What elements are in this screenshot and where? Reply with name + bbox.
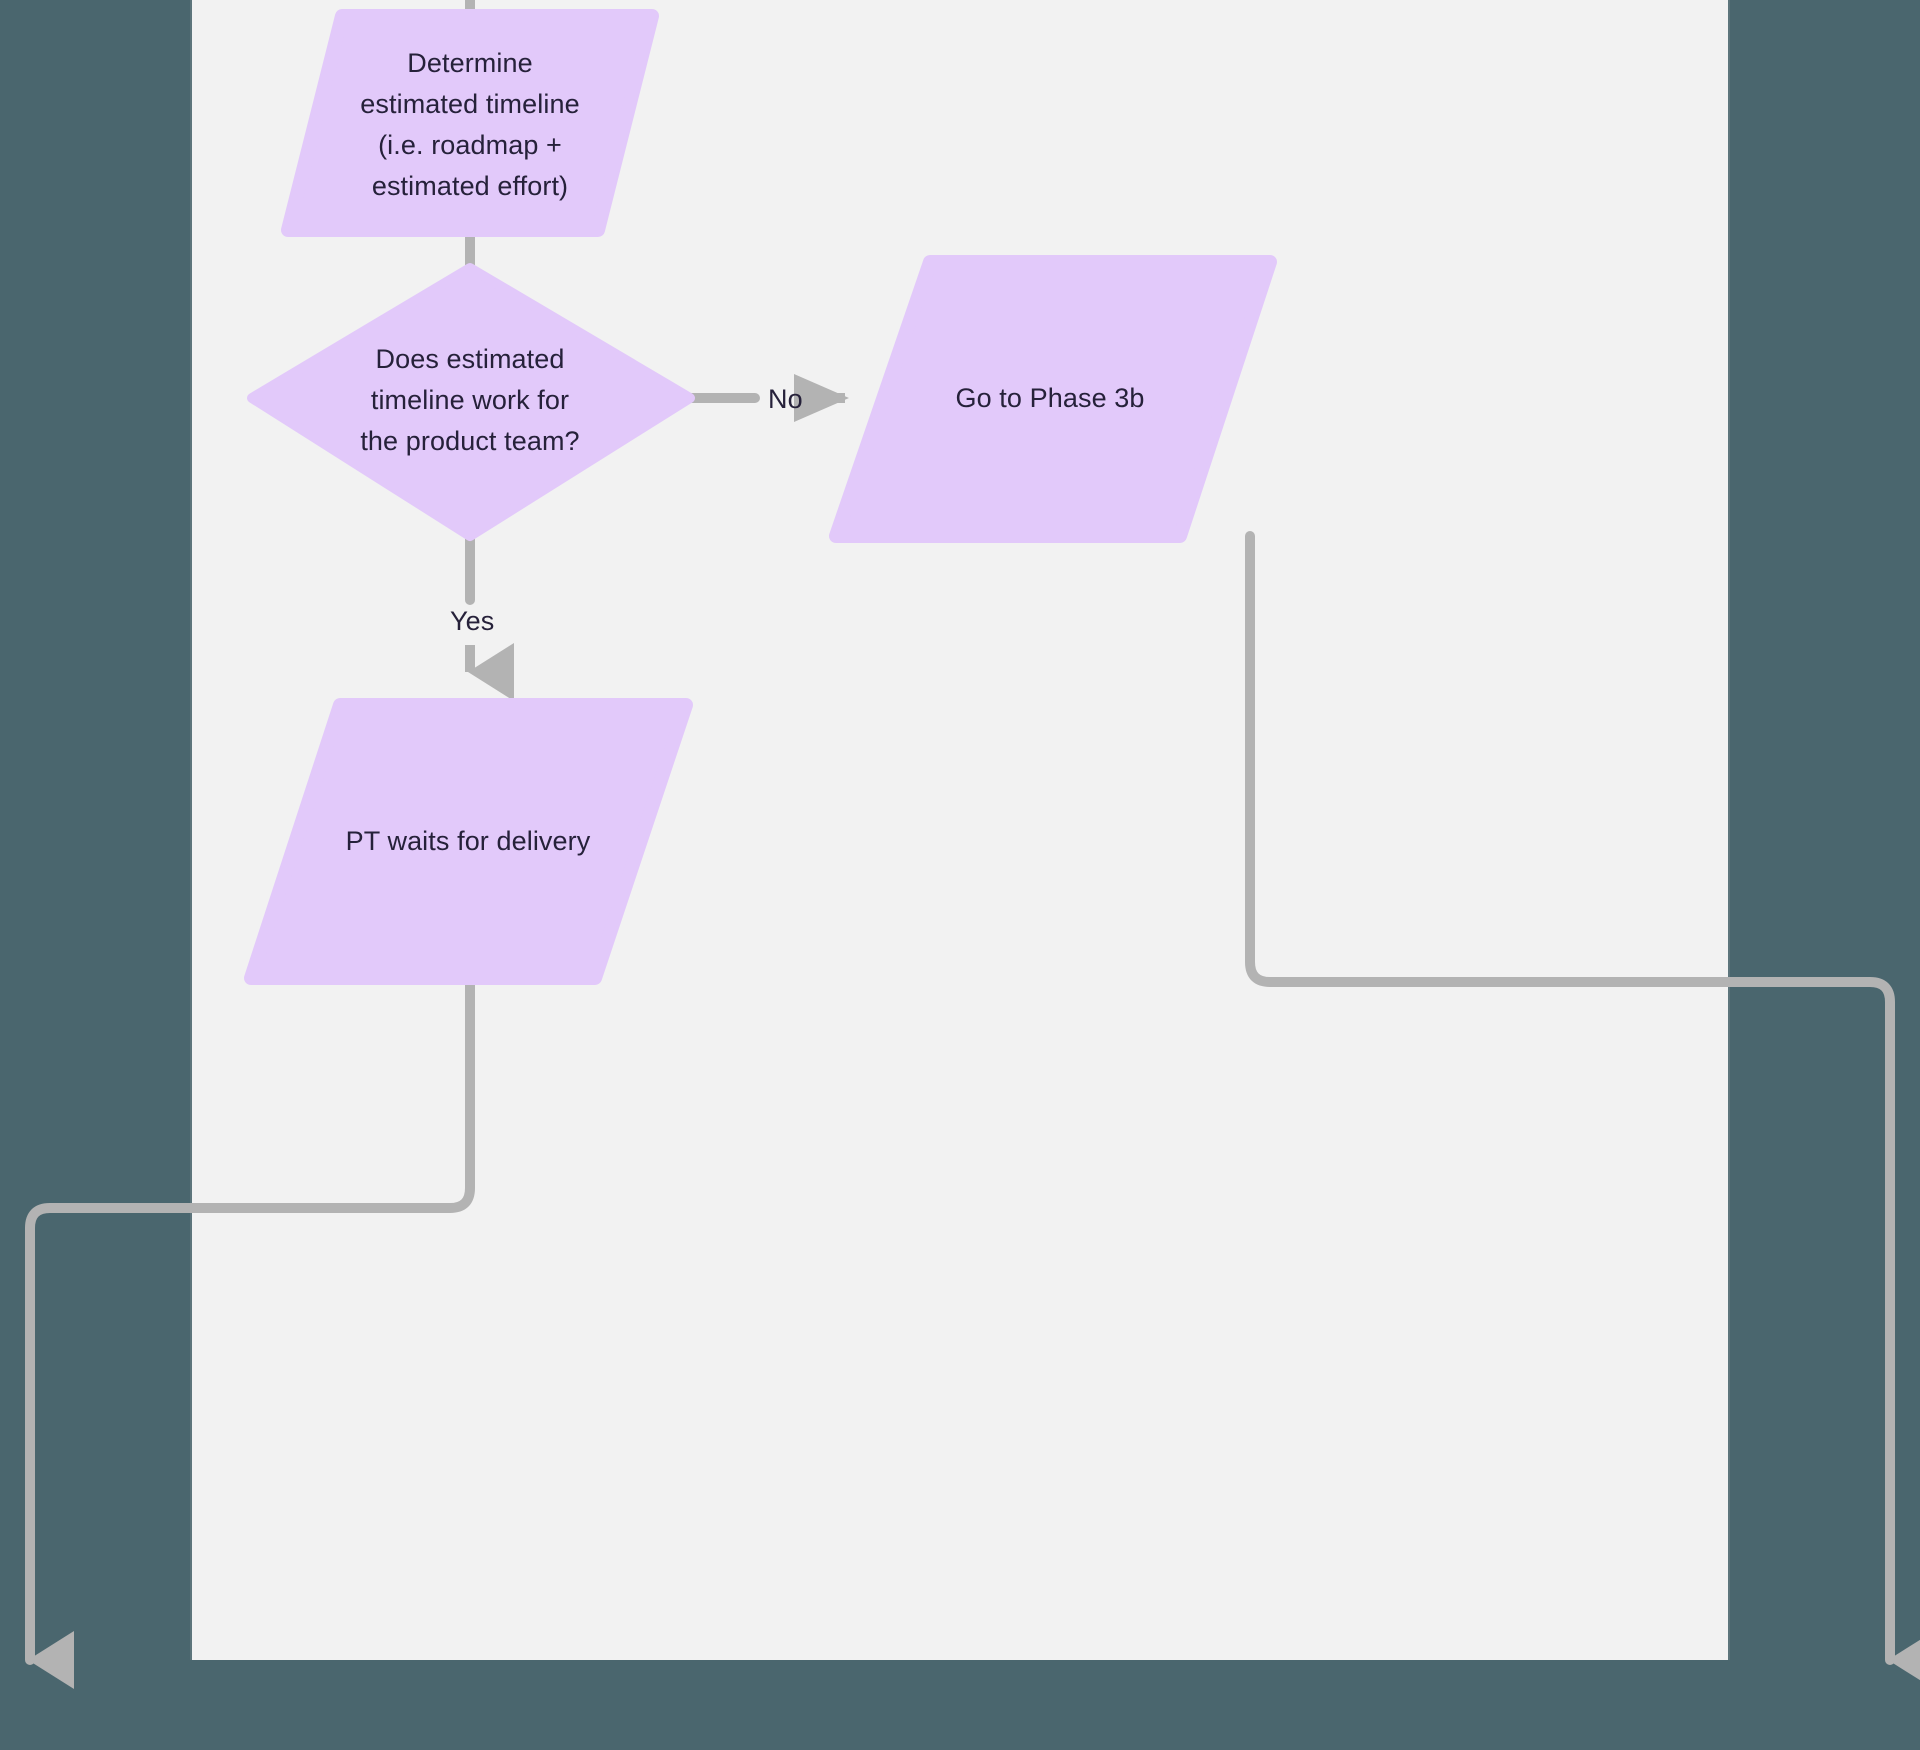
- diagram-canvas-panel: [190, 0, 1730, 1660]
- edge-label-yes: Yes: [450, 606, 495, 636]
- edge-label-no: No: [768, 384, 803, 414]
